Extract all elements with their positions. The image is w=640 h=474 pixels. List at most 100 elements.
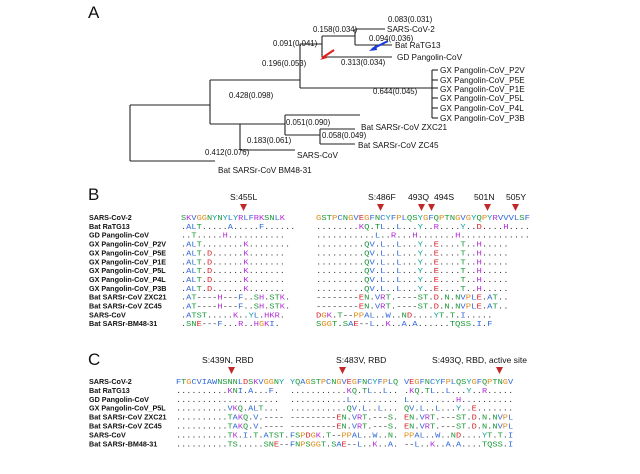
sequence-segment: ...........QV.L..L... xyxy=(290,406,398,414)
branch-label: 0.091(0.041) xyxy=(273,39,318,48)
sequence-segment: ---------EN.VRT.---S. xyxy=(290,415,398,423)
branch-label: 0.644(0.045) xyxy=(373,87,418,96)
branch-label: 0.196(0.053) xyxy=(262,59,307,68)
sequence-segment: L.........H.......... xyxy=(404,397,513,405)
sequence-segment: .ALT.D......K....... xyxy=(181,250,285,258)
sequence-segment: .ALT.....A.....F...... xyxy=(181,224,295,232)
sequence-segment: DGK.T--PPAL..W..ND....YT.T.I..... xyxy=(316,312,493,320)
sequence-name: Bat SARSr-BM48-31 xyxy=(89,439,157,448)
sequence-segment: ..........KNI.A...F. xyxy=(176,388,279,396)
sequence-name: GX Pangolin-CoV_P3B xyxy=(89,284,166,293)
leaf-bat-ratg13: Bat RaTG13 xyxy=(395,41,441,50)
sequence-name: SARS-CoV xyxy=(89,310,126,319)
branch-label: 0.412(0.076) xyxy=(205,148,250,157)
sequence-segment: .ALT.D......K....... xyxy=(181,268,285,276)
sequence-name: SARS-CoV xyxy=(89,430,126,439)
sequence-segment: .........QV.L..L...Y..E....T..H..... xyxy=(316,259,509,267)
leaf-gx-p5l: GX Pangolin-CoV_P5L xyxy=(440,94,524,103)
sequence-segment: FNPSGGT.SAE--L..K..A. xyxy=(290,441,398,449)
sequence-segment: .ALT.D......K....... xyxy=(181,277,285,285)
sequence-segment: ...........KQ.TL..L.. xyxy=(290,388,398,396)
site-label-493q: 493Q xyxy=(408,192,429,202)
sequence-name: SARS-CoV-2 xyxy=(89,213,132,222)
sequence-segment: .SNE---F...R..HGKI. xyxy=(181,321,280,329)
sequence-segment: ..........TAKQ.V.---- xyxy=(176,424,284,432)
sequence-name: GX Pangolin-CoV_P2V xyxy=(89,240,166,249)
site-label-494s: 494S xyxy=(434,192,454,202)
sequence-segment: ..........TK.I.T.ATST. xyxy=(176,432,289,440)
sequence-segment: .AT----H---F..SH.STK. xyxy=(181,295,290,303)
leaf-zxc21: Bat SARSr-CoV ZXC21 xyxy=(361,123,447,132)
sequence-name: GD Pangolin-CoV xyxy=(89,231,149,240)
branch-label: 0.094(0.036) xyxy=(369,34,414,43)
site-label-439n: S:439N, RBD xyxy=(202,355,254,365)
branch-label: 0.313(0.034) xyxy=(341,58,386,67)
sequence-segment: SGGT.SAE--L..K..A.A......TQSS.I.F xyxy=(316,321,493,329)
branch-label: 0.183(0.061) xyxy=(247,136,292,145)
sequence-name: GX Pangolin-CoV_P4L xyxy=(89,275,166,284)
sequence-segment: .........QV.L..L...Y..E....T..H..... xyxy=(316,277,509,285)
sequence-segment: PPAL..W..ND....YT.T.I xyxy=(404,432,513,440)
sequence-name: Bat SARSr-CoV ZXC21 xyxy=(89,293,166,302)
leaf-sars-cov-2: SARS-CoV-2 xyxy=(387,25,435,34)
sequence-name: GX Pangolin-CoV_P1E xyxy=(89,257,166,266)
sequence-segment: QV.L..L...Y..E....... xyxy=(404,406,513,414)
leaf-gd-pangolin: GD Pangolin-CoV xyxy=(397,53,463,62)
sequence-segment: .ATST.....K..YL.HKR. xyxy=(181,312,285,320)
sequence-name: GX Pangolin-CoV_P5E xyxy=(89,248,166,257)
sequence-segment: ---------EN.VRT.---S. xyxy=(290,424,398,432)
site-label-505y: 505Y xyxy=(506,192,526,202)
branch-label: 0.158(0.034) xyxy=(313,25,358,34)
leaf-gx-p3b: GX Pangolin-CoV_P3B xyxy=(440,114,525,123)
site-markers xyxy=(228,367,503,374)
tree-branches xyxy=(129,28,438,162)
sequence-segment: YQAGSTPCNGVEGFNCYFPLQ xyxy=(290,379,398,387)
leaf-sars-cov: SARS-CoV xyxy=(297,151,338,160)
sequence-name: SARS-CoV-2 xyxy=(89,377,132,386)
sequence-segment: .ALT.D......K....... xyxy=(181,259,285,267)
sequence-segment: --------EN.VRT.----ST.D.N.NVPLE.AT.. xyxy=(316,295,509,303)
sequence-name: Bat SARSr-CoV ZC45 xyxy=(89,422,162,431)
sequence-segment: EN.VRT.---ST.D.N.NVPL xyxy=(404,424,513,432)
blue-arrow-icon xyxy=(369,40,389,51)
sequence-segment: .........QV.L..L...Y..E....T..H..... xyxy=(316,268,509,276)
sequence-name: Bat RaTG13 xyxy=(89,222,130,231)
sequence-segment: EN.VRT.---ST.D.N.NVPL xyxy=(404,415,513,423)
phylogenetic-tree: SARS-CoV-2 Bat RaTG13 GD Pangolin-CoV GX… xyxy=(129,15,525,175)
leaf-gx-p1e: GX Pangolin-CoV_P1E xyxy=(440,85,525,94)
sequence-segment: --L..K..A.A....TQSS.I xyxy=(404,441,513,449)
sequence-segment: .................... xyxy=(176,397,279,405)
site-label-493q-active: S:493Q, RBD, active site xyxy=(432,355,527,365)
site-label-483v: S:483V, RBD xyxy=(336,355,386,365)
sequence-segment: ...........L......... xyxy=(290,397,398,405)
site-label-455l: S:455L xyxy=(230,192,257,202)
leaf-bm48: Bat SARSr-CoV BM48-31 xyxy=(218,166,312,175)
sequence-segment: .ALT.D......K....... xyxy=(181,286,285,294)
sequence-name: Bat RaTG13 xyxy=(89,386,130,395)
sequence-segment: SKVGGNYNYLYRLFRKSNLK xyxy=(181,215,286,223)
branch-label: 0.058(0.049) xyxy=(322,131,367,140)
alignment-panel-b: S:455L S:486F 493Q 494S 501N 505Y SARS-C… xyxy=(89,192,530,329)
sequence-name: GX Pangolin-CoV_P5L xyxy=(89,404,166,413)
branch-label: 0.083(0.031) xyxy=(388,15,433,24)
sequence-segment: ..........TAKQ.V.---- xyxy=(176,415,284,423)
panel-label-b: B xyxy=(88,185,100,204)
sequence-name: Bat SARSr-CoV ZC45 xyxy=(89,302,162,311)
leaf-gx-p5e: GX Pangolin-CoV_P5E xyxy=(440,76,525,85)
sequence-segment: ..........TS.....SNE--- xyxy=(176,441,295,449)
alignment-panel-c: S:439N, RBD S:483V, RBD S:493Q, RBD, act… xyxy=(89,355,527,449)
sequence-segment: ..........VKQ.ALT... xyxy=(176,406,279,414)
sequence-segment: VEGFNCYFPLQSYGFQPTNGV xyxy=(404,379,514,387)
sequence-segment: .........QV.L..L...Y..E....T..H..... xyxy=(316,242,509,250)
sequence-segment: ........KQ.TL..L...Y..R....Y..D....H.... xyxy=(316,224,530,232)
sequence-segment: .ALT........K........ xyxy=(181,242,290,250)
site-label-486f: S:486F xyxy=(368,192,396,202)
sequence-name: GX Pangolin-CoV_P5L xyxy=(89,266,166,275)
leaf-gx-p4l: GX Pangolin-CoV_P4L xyxy=(440,104,524,113)
panel-label-a: A xyxy=(88,3,100,22)
sequence-segment: FSPDGK.T--PPAL..W..N. xyxy=(290,432,398,440)
site-markers xyxy=(240,204,519,211)
sequence-segment: .........QV.L..L...Y..E....T..H..... xyxy=(316,250,509,258)
leaf-gx-p2v: GX Pangolin-CoV_P2V xyxy=(440,66,525,75)
panel-label-c: C xyxy=(88,350,101,369)
